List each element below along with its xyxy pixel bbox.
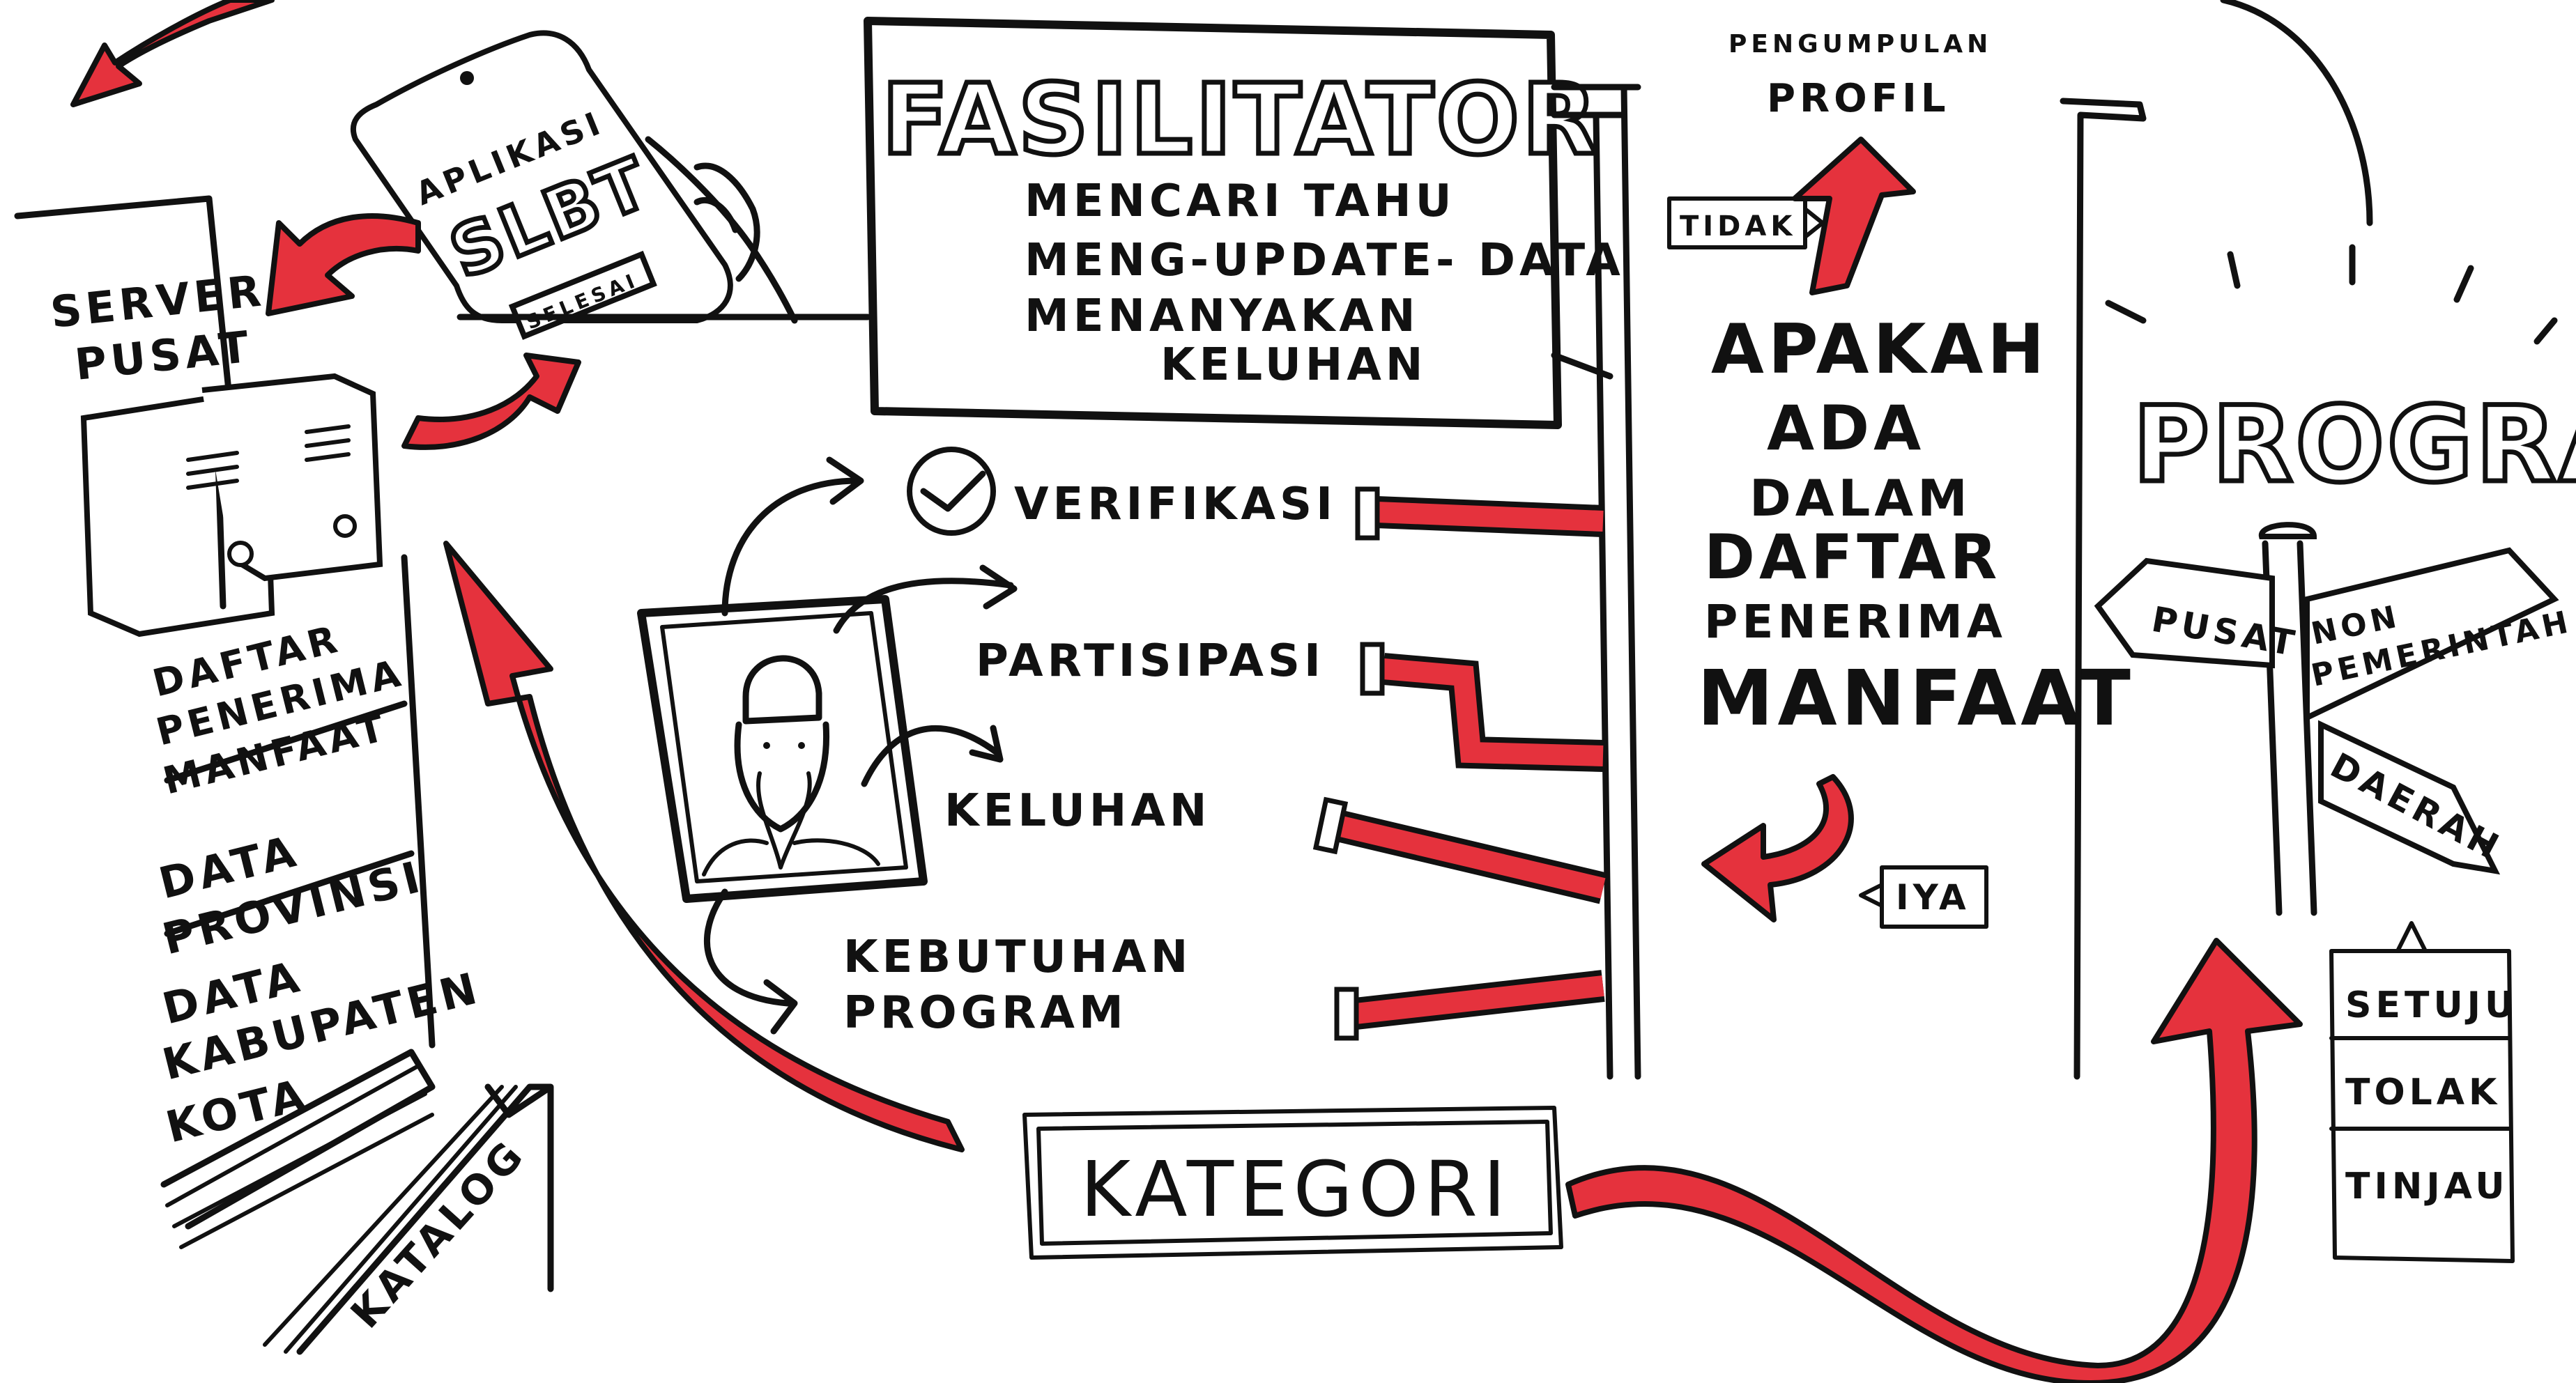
portrait-arrow-complaint: [861, 725, 1004, 787]
step-participation: PARTISIPASI: [976, 635, 1604, 772]
facilitator-box: FASILITATOR MENCARI TAHU MENG-UPDATE- DA…: [457, 17, 1625, 429]
category-to-server-arrow: [443, 541, 965, 1152]
facilitator-task-2: MENG-UPDATE- DATA: [1025, 235, 1625, 286]
option-approve[interactable]: SETUJU: [2345, 984, 2518, 1026]
no-branch-arrow: [1792, 137, 1916, 295]
step-verification-label: VERIFIKASI: [1014, 479, 1337, 530]
category-label: KATEGORI: [1080, 1145, 1511, 1234]
decision-question: PENGUMPULAN PROFIL TIDAK APAKAH ADA DALA…: [1667, 30, 2135, 929]
step-needs-label-line2: PROGRAM: [843, 987, 1128, 1039]
vertical-pipe: [1551, 84, 1641, 1080]
portrait-arrow-needs: [704, 888, 798, 1035]
facilitator-task-1: MENCARI TAHU: [1025, 176, 1456, 227]
phone-to-server-arrow: [266, 213, 421, 316]
beneficiary-portrait: [637, 595, 928, 903]
database-catalog: DAFTAR PENERIMA MANFAAT DATA PROVINSI DA…: [148, 554, 554, 1355]
decision-line-3: DALAM: [1749, 469, 1972, 527]
yes-branch-arrow: [1701, 774, 1854, 922]
step-needs-label-line1: KEBUTUHAN: [843, 932, 1192, 983]
catalog-label: KATALOG: [342, 1130, 535, 1337]
step-verification: VERIFIKASI: [907, 447, 1604, 541]
server-to-phone-arrow: [401, 353, 581, 450]
option-review[interactable]: TINJAU: [2345, 1166, 2509, 1207]
central-server: SERVER PUSAT: [14, 195, 383, 638]
portrait-arrow-verification: [721, 456, 864, 617]
decision-line-1: APAKAH: [1711, 310, 2048, 389]
step-participation-label: PARTISIPASI: [976, 635, 1325, 687]
step-complaint: KELUHAN: [944, 785, 1607, 904]
category-box: KATEGORI: [1022, 1106, 1563, 1260]
decision-line-2: ADA: [1767, 392, 1925, 464]
facilitator-task-3: MENANYAKAN: [1025, 291, 1420, 342]
phone-app-illustration: APLIKASI SLBT SELESAI: [350, 30, 798, 340]
decision-line-6: MANFAAT: [1697, 654, 2135, 743]
portrait-arrow-participation: [833, 564, 1018, 634]
decision-line-4: DAFTAR: [1704, 521, 2001, 593]
program-section: PROGRAM PUSAT NON PEMERINTAH DAERAH SETU…: [2060, 0, 2576, 1263]
program-title: PROGRAM: [2133, 385, 2576, 506]
collect-profile-line1: PENGUMPULAN: [1728, 30, 1992, 59]
option-reject[interactable]: TOLAK: [2345, 1072, 2501, 1113]
yes-label: IYA: [1896, 877, 1970, 918]
category-to-program-arrow: [1565, 938, 2303, 1383]
step-needs: KEBUTUHAN PROGRAM: [843, 932, 1605, 1041]
collect-profile-line2: PROFIL: [1767, 76, 1950, 121]
step-complaint-label: KELUHAN: [944, 785, 1211, 837]
facilitator-task-4: KELUHAN: [1160, 339, 1427, 391]
facilitator-title: FASILITATOR: [882, 63, 1600, 177]
top-left-arrow: [70, 0, 275, 107]
decision-line-5: PENERIMA: [1704, 595, 2007, 649]
no-label: TIDAK: [1680, 210, 1796, 242]
